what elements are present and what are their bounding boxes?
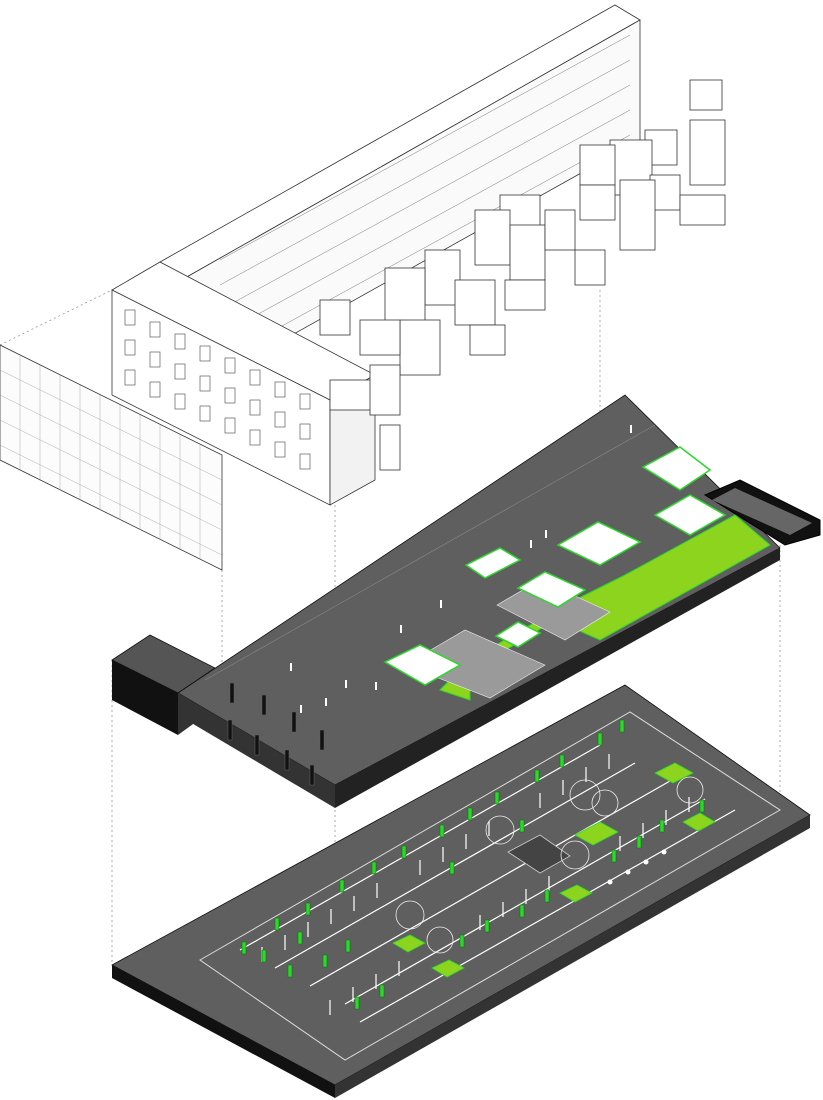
parking-inner-border [199,711,781,1061]
parking-columns [241,719,705,1010]
housing-block-layer [0,4,726,571]
pedestrian-crossing [507,834,571,874]
short-block-windows [124,309,311,470]
long-block-windows [219,34,631,361]
skylight-openings [383,446,727,686]
balcony-modules [319,79,726,471]
glass-facade-grid [0,355,223,560]
parking-level-layer [111,684,811,1098]
parking-bay-lines [239,744,736,1023]
parking-planters [392,762,716,978]
support-pillars [227,682,325,786]
courtyard-deck-layer [111,394,821,808]
courtyard-paving [404,629,546,699]
glass-facade-side [0,344,223,571]
courtyard-trees [395,776,704,954]
parking-markers [607,849,667,885]
deck-columns [290,425,632,713]
parking-slab-edge [112,965,335,1098]
